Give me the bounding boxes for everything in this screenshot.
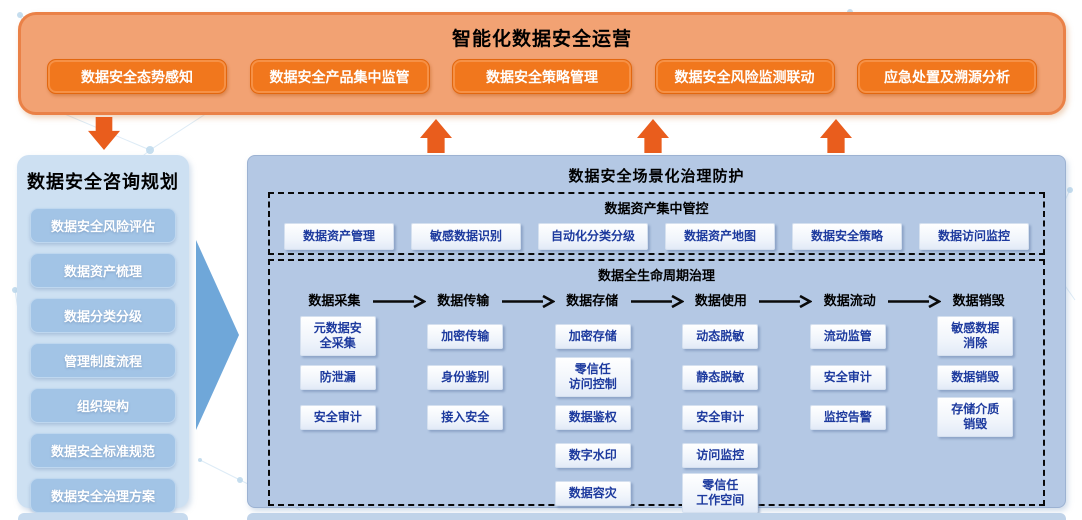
lifecycle-stage-label: 数据流动: [823, 293, 876, 308]
consulting-item: 数据分类分级: [30, 298, 176, 333]
operations-pill-button: 数据安全产品集中监管: [249, 59, 430, 94]
lifecycle-item-box: 防泄漏: [299, 364, 376, 390]
operations-panel-title: 智能化数据安全运营: [451, 29, 632, 50]
intelligent-operations-panel: 智能化数据安全运营 数据安全态势感知数据安全产品集中监管数据安全策略管理数据安全…: [18, 12, 1066, 115]
consulting-item-list: 数据安全风险评估数据资产梳理数据分类分级管理制度流程组织架构数据安全标准规范数据…: [17, 208, 189, 513]
lifecycle-item-box: 安全审计: [299, 404, 376, 430]
flow-right-arrow-icon: [501, 294, 556, 309]
flow-right-arrow-icon: [887, 294, 942, 309]
lifecycle-stage-label: 数据存储: [566, 293, 619, 308]
lifecycle-item-box: 数据容灾: [554, 480, 631, 506]
asset-item-box: 数据安全策略: [792, 223, 902, 250]
consulting-item: 组织架构: [30, 388, 176, 423]
asset-item-box: 数据访问监控: [919, 223, 1029, 250]
lifecycle-item-box: 流动监管: [809, 323, 886, 349]
consulting-item: 数据安全治理方案: [30, 478, 176, 513]
lifecycle-item-box: 静态脱敏: [682, 364, 759, 390]
lifecycle-item-box: 存储介质 销毁: [937, 397, 1014, 437]
asset-central-control-section: 数据资产集中管控 数据资产管理敏感数据识别自动化分类分级数据资产地图数据安全策略…: [268, 192, 1045, 255]
lifecycle-flow-row: 数据采集 数据传输 数据存储 数据使用 数据流动 数据销毁: [270, 287, 1043, 313]
lifecycle-item-box: 数据销毁: [937, 364, 1014, 390]
lifecycle-stage-label: 数据使用: [694, 293, 747, 308]
lifecycle-stage-label: 数据采集: [308, 293, 361, 308]
lifecycle-item-box: 加密存储: [554, 323, 631, 349]
scenario-governance-panel: 数据安全场景化治理防护 数据资产集中管控 数据资产管理敏感数据识别自动化分类分级…: [247, 155, 1066, 513]
lifecycle-item-box: 安全审计: [809, 364, 886, 390]
lifecycle-item-box: 零信任 工作空间: [682, 473, 759, 513]
consulting-panel-title: 数据安全咨询规划: [27, 172, 179, 192]
main-panel-bottom-strip: [247, 513, 1066, 520]
asset-item-row: 数据资产管理敏感数据识别自动化分类分级数据资产地图数据安全策略数据访问监控: [270, 223, 1043, 250]
lifecycle-item-box: 加密传输: [427, 323, 504, 349]
lifecycle-item-box: 数据鉴权: [554, 404, 631, 430]
asset-section-title: 数据资产集中管控: [604, 201, 709, 216]
consulting-item: 数据安全标准规范: [30, 433, 176, 468]
lifecycle-item-box: 敏感数据 消除: [937, 316, 1014, 356]
consulting-planning-panel: 数据安全咨询规划 数据安全风险评估数据资产梳理数据分类分级管理制度流程组织架构数…: [17, 155, 189, 513]
left-panel-bottom-strip: [18, 513, 188, 520]
operations-pill-button: 数据安全态势感知: [47, 59, 227, 94]
lifecycle-item-box: 访问监控: [682, 442, 759, 468]
data-lifecycle-section: 数据全生命周期治理 数据采集数据传输数据存储数据使用数据流动数据销毁 元数据安 …: [268, 259, 1045, 513]
operations-pill-button: 数据安全策略管理: [452, 59, 632, 94]
lifecycle-item-box: 元数据安 全采集: [299, 316, 376, 356]
lifecycle-item-grid: 元数据安 全采集防泄漏安全审计加密传输身份鉴别接入安全加密存储零信任 访问控制数…: [270, 315, 1043, 513]
lifecycle-item-box: 监控告警: [809, 404, 886, 430]
lifecycle-item-box: 数字水印: [554, 442, 631, 468]
lifecycle-stage-label: 数据传输: [437, 293, 490, 308]
lifecycle-item-box: 接入安全: [427, 404, 504, 430]
consulting-item: 数据资产梳理: [30, 253, 176, 288]
operations-pill-button: 应急处置及溯源分析: [857, 59, 1037, 94]
lifecycle-item-box: 安全审计: [682, 404, 759, 430]
asset-item-box: 数据资产地图: [665, 223, 775, 250]
governance-panel-title: 数据安全场景化治理防护: [568, 168, 745, 185]
consulting-item: 管理制度流程: [30, 343, 176, 378]
operations-button-row: 数据安全态势感知数据安全产品集中监管数据安全策略管理数据安全风险监测联动应急处置…: [21, 59, 1063, 94]
flow-right-arrow-icon: [372, 294, 427, 309]
asset-item-box: 敏感数据识别: [411, 223, 521, 250]
asset-item-box: 自动化分类分级: [538, 223, 648, 250]
lifecycle-item-box: 动态脱敏: [682, 323, 759, 349]
consulting-item: 数据安全风险评估: [30, 208, 176, 243]
operations-pill-button: 数据安全风险监测联动: [654, 59, 835, 94]
flow-right-arrow-icon: [630, 294, 685, 309]
lifecycle-section-title: 数据全生命周期治理: [597, 268, 715, 283]
lifecycle-item-box: 身份鉴别: [427, 364, 504, 390]
lifecycle-stage-label: 数据销毁: [952, 293, 1005, 308]
flow-right-arrow-icon: [758, 294, 814, 309]
lifecycle-item-box: 零信任 访问控制: [554, 357, 631, 397]
asset-item-box: 数据资产管理: [284, 223, 394, 250]
